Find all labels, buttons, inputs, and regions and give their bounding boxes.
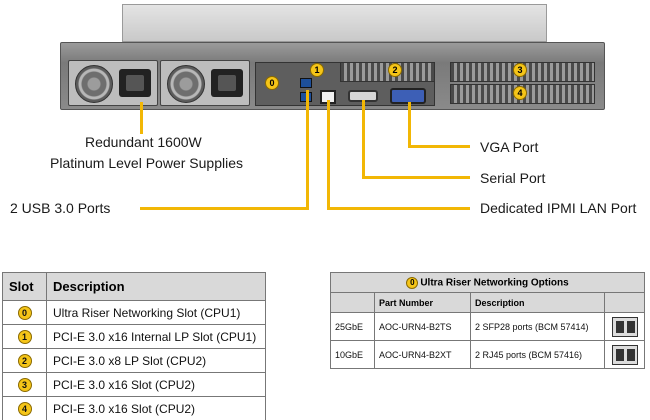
description-cell: 2 RJ45 ports (BCM 57416) (470, 340, 605, 369)
ipmi-callout-line (327, 100, 330, 210)
part-number-cell: AOC-URN4-B2TS (374, 312, 471, 341)
vga-label: VGA Port (480, 139, 539, 155)
slot-badge-2: 2 (388, 63, 402, 77)
slot-badge: 4 (17, 402, 32, 416)
table-row: 1 PCI-E 3.0 x16 Internal LP Slot (CPU1) (2, 324, 266, 349)
psu-label-line-2: Platinum Level Power Supplies (50, 155, 243, 171)
usb-callout-line (306, 90, 309, 210)
vga-callout-line (408, 145, 470, 148)
description-cell: 2 SFP28 ports (BCM 57414) (470, 312, 605, 341)
usb-port-icon (300, 78, 312, 88)
psu-label-line-1: Redundant 1600W (85, 134, 202, 150)
slot-2-bracket (340, 62, 435, 82)
sfp28-card-icon (611, 316, 638, 337)
slot-description: PCI-E 3.0 x16 Slot (CPU2) (46, 396, 266, 420)
power-supply-1 (68, 60, 158, 106)
rj45-card-icon (611, 344, 638, 365)
slot-badge-4: 4 (513, 86, 527, 100)
power-socket-icon (211, 69, 243, 97)
speed-cell: 10GbE (330, 340, 375, 369)
power-supply-2 (160, 60, 250, 106)
chassis-top-cover (122, 4, 547, 42)
table-row: 3 PCI-E 3.0 x16 Slot (CPU2) (2, 372, 266, 397)
table-row: 4 PCI-E 3.0 x16 Slot (CPU2) (2, 396, 266, 420)
serial-label: Serial Port (480, 170, 546, 186)
description-column-header: Description (470, 292, 605, 313)
table-row: 2 PCI-E 3.0 x8 LP Slot (CPU2) (2, 348, 266, 373)
power-socket-icon (119, 69, 151, 97)
slot-description: Ultra Riser Networking Slot (CPU1) (46, 300, 266, 325)
table-row: 0 Ultra Riser Networking Slot (CPU1) (2, 300, 266, 325)
ipmi-label: Dedicated IPMI LAN Port (480, 200, 637, 216)
speed-column-header (330, 292, 375, 313)
networking-title-text: Ultra Riser Networking Options (420, 277, 569, 289)
slot-badge-0: 0 (265, 76, 279, 90)
fan-icon (167, 65, 205, 103)
slot-badge-1: 1 (310, 63, 324, 77)
serial-callout-line (362, 100, 365, 179)
description-column-header: Description (46, 272, 266, 301)
usb-label: 2 USB 3.0 Ports (10, 200, 111, 216)
part-number-cell: AOC-URN4-B2XT (374, 340, 471, 369)
speed-cell: 25GbE (330, 312, 375, 341)
usb-callout-line (140, 207, 309, 210)
part-number-column-header: Part Number (374, 292, 471, 313)
slot-table: Slot Description 0 Ultra Riser Networkin… (2, 272, 266, 420)
slot-badge: 3 (17, 378, 32, 392)
slot-description: PCI-E 3.0 x16 Slot (CPU2) (46, 372, 266, 397)
slot-badge: 0 (406, 276, 419, 289)
slot-column-header: Slot (2, 272, 47, 301)
image-column-header (604, 292, 645, 313)
slot-badge: 1 (17, 330, 32, 344)
table-row: 10GbE AOC-URN4-B2XT 2 RJ45 ports (BCM 57… (330, 340, 645, 369)
slot-description: PCI-E 3.0 x8 LP Slot (CPU2) (46, 348, 266, 373)
serial-callout-line (362, 176, 470, 179)
ipmi-callout-line (327, 207, 470, 210)
vga-callout-line (408, 102, 411, 148)
table-row: 25GbE AOC-URN4-B2TS 2 SFP28 ports (BCM 5… (330, 312, 645, 341)
slot-badge-3: 3 (513, 63, 527, 77)
psu-callout-line (140, 102, 143, 134)
slot-badge: 2 (17, 354, 32, 368)
slot-description: PCI-E 3.0 x16 Internal LP Slot (CPU1) (46, 324, 266, 349)
fan-icon (75, 65, 113, 103)
slot-badge: 0 (17, 306, 32, 320)
